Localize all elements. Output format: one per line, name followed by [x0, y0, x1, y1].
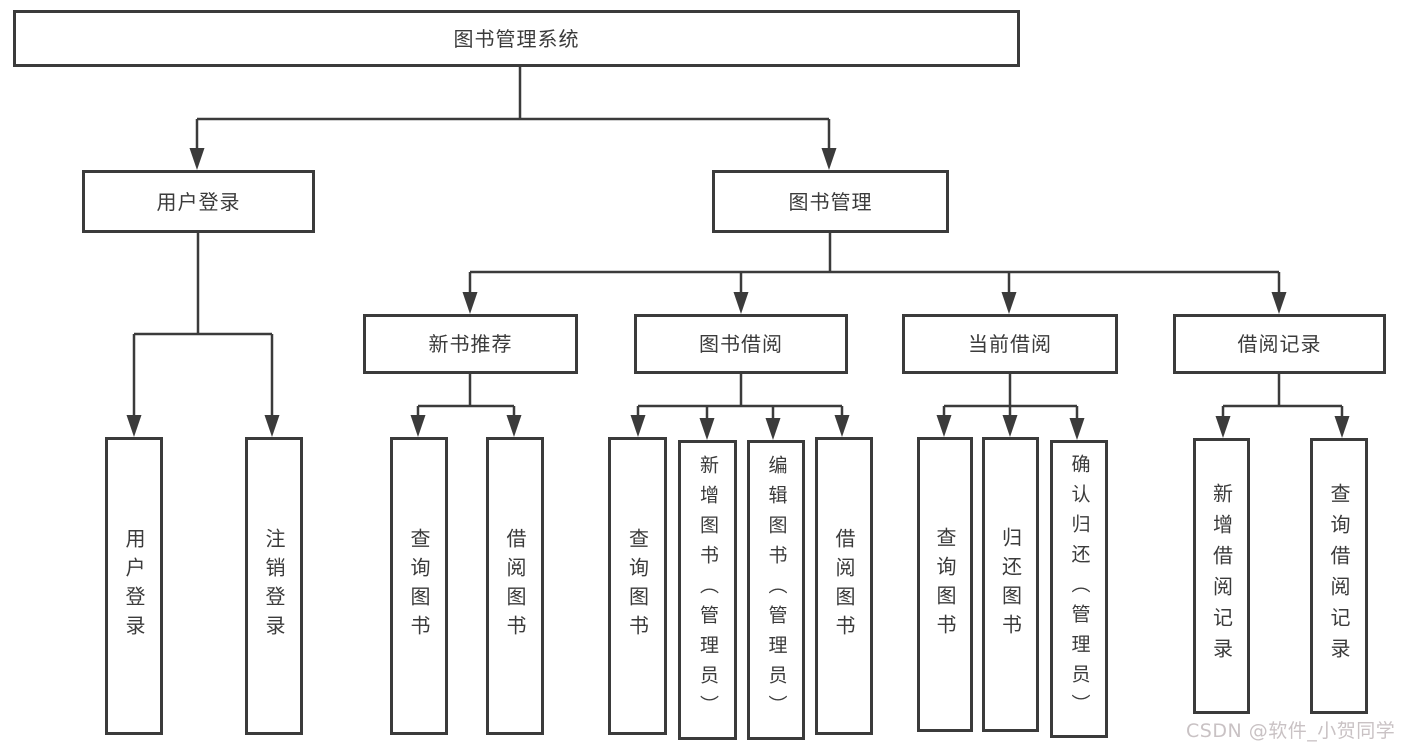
node-book-borrow: 图书借阅	[634, 314, 848, 374]
leaf-current-confirm-return: 确认归还（管理员）	[1050, 440, 1108, 738]
leaf-current-return-book-label: 归还图书	[998, 526, 1023, 643]
leaf-logout-label: 注销登录	[262, 528, 286, 644]
leaf-current-query-book: 查询图书	[917, 437, 973, 732]
node-book-management: 图书管理	[712, 170, 949, 233]
node-borrow-record-label: 借阅记录	[1237, 332, 1322, 356]
leaf-user-login-label: 用户登录	[122, 528, 146, 644]
node-new-book-recommend: 新书推荐	[363, 314, 578, 374]
leaf-current-return-book: 归还图书	[982, 437, 1039, 732]
leaf-borrow-query-book-label: 查询图书	[625, 528, 650, 644]
leaf-user-login: 用户登录	[105, 437, 163, 735]
node-new-book-recommend-label: 新书推荐	[428, 332, 513, 356]
leaf-borrow-query-book: 查询图书	[608, 437, 667, 735]
leaf-borrow-add-book: 新增图书（管理员）	[678, 440, 737, 740]
leaf-record-add-label: 新增借阅记录	[1209, 483, 1234, 669]
node-root-label: 图书管理系统	[453, 26, 580, 51]
node-current-borrow: 当前借阅	[902, 314, 1118, 374]
node-user-login: 用户登录	[82, 170, 315, 233]
node-book-management-label: 图书管理	[788, 189, 873, 214]
leaf-current-confirm-return-label: 确认归还（管理员）	[1068, 454, 1091, 724]
leaf-borrow-edit-book: 编辑图书（管理员）	[747, 440, 805, 740]
node-current-borrow-label: 当前借阅	[968, 332, 1052, 356]
leaf-borrow-edit-book-label: 编辑图书（管理员）	[765, 455, 788, 725]
leaf-borrow-borrow-book: 借阅图书	[815, 437, 873, 735]
leaf-recommend-query-book: 查询图书	[390, 437, 448, 735]
leaf-borrow-add-book-label: 新增图书（管理员）	[697, 455, 719, 725]
csdn-watermark: CSDN @软件_小贺同学	[1186, 720, 1396, 742]
leaf-logout: 注销登录	[245, 437, 303, 735]
node-book-borrow-label: 图书借阅	[699, 332, 783, 356]
leaf-record-query: 查询借阅记录	[1310, 438, 1368, 714]
leaf-recommend-borrow-book-label: 借阅图书	[503, 528, 527, 644]
leaf-recommend-borrow-book: 借阅图书	[486, 437, 544, 735]
arrowheads	[126, 148, 1350, 440]
leaf-record-query-label: 查询借阅记录	[1327, 483, 1351, 669]
leaf-record-add: 新增借阅记录	[1193, 438, 1250, 714]
node-user-login-label: 用户登录	[156, 189, 241, 214]
node-borrow-record: 借阅记录	[1173, 314, 1386, 374]
leaf-borrow-borrow-book-label: 借阅图书	[832, 528, 856, 644]
node-root: 图书管理系统	[13, 10, 1020, 67]
leaf-current-query-book-label: 查询图书	[933, 526, 957, 643]
leaf-recommend-query-book-label: 查询图书	[407, 528, 431, 644]
